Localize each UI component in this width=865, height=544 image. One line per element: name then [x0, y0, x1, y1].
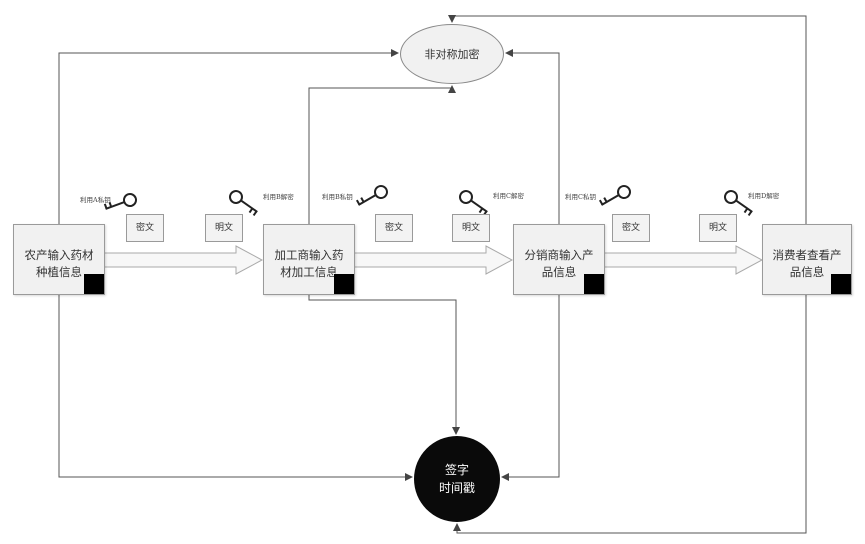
ciphertext-box: 密文	[126, 214, 164, 242]
line-consumer-to-signature	[453, 294, 807, 534]
key-icon	[229, 190, 258, 217]
line-farmer-to-encryption	[58, 49, 399, 225]
flow-arrow-3	[602, 245, 764, 275]
flow-arrow-1	[102, 245, 264, 275]
ciphertext-box: 密文	[375, 214, 413, 242]
key-icon	[598, 185, 631, 206]
plaintext-box: 明文	[452, 214, 490, 242]
stage-farmer: 农产输入药材 种植信息	[13, 224, 105, 295]
signature-label: 签字	[444, 463, 469, 477]
stage-marker	[84, 274, 104, 294]
timestamp-label: 时间戳	[438, 481, 475, 495]
stage-marker	[831, 274, 851, 294]
plaintext-box: 明文	[699, 214, 737, 242]
key-label: 利用D解密	[748, 192, 780, 200]
stage-processor: 加工商输入药 材加工信息	[263, 224, 355, 295]
stage-processor-label: 加工商输入药 材加工信息	[274, 248, 344, 279]
line-processor-to-encryption	[308, 85, 456, 225]
key-icon	[459, 190, 488, 217]
key-label: 利用C解密	[493, 192, 524, 200]
line-distributor-to-encryption	[505, 49, 560, 225]
stage-marker	[334, 274, 354, 294]
stage-marker	[584, 274, 604, 294]
stage-consumer: 消费者查看产 品信息	[762, 224, 852, 295]
ciphertext-box: 密文	[612, 214, 650, 242]
stage-farmer-label: 农产输入药材 种植信息	[24, 248, 94, 279]
key-icon	[724, 190, 753, 217]
stage-distributor: 分销商输入产 品信息	[513, 224, 605, 295]
line-distributor-to-signature	[501, 294, 560, 481]
flow-arrow-2	[352, 245, 514, 275]
key-icon	[355, 185, 388, 206]
signature-timestamp-node: 签字 时间戳	[414, 436, 500, 522]
line-consumer-to-encryption	[448, 15, 807, 225]
key-label: 利用B私钥	[322, 193, 353, 201]
key-label: 利用B解密	[263, 193, 294, 201]
key-label: 利用C私钥	[565, 193, 596, 201]
line-farmer-to-signature	[58, 294, 413, 481]
key-label: 利用A私钥	[80, 196, 111, 204]
stage-consumer-label: 消费者查看产 品信息	[772, 248, 842, 279]
key-icon	[103, 193, 137, 210]
asymmetric-encryption-label: 非对称加密	[424, 48, 480, 61]
stage-distributor-label: 分销商输入产 品信息	[524, 248, 594, 279]
plaintext-box: 明文	[205, 214, 243, 242]
line-processor-to-signature	[308, 294, 460, 435]
asymmetric-encryption-node: 非对称加密	[400, 24, 504, 84]
